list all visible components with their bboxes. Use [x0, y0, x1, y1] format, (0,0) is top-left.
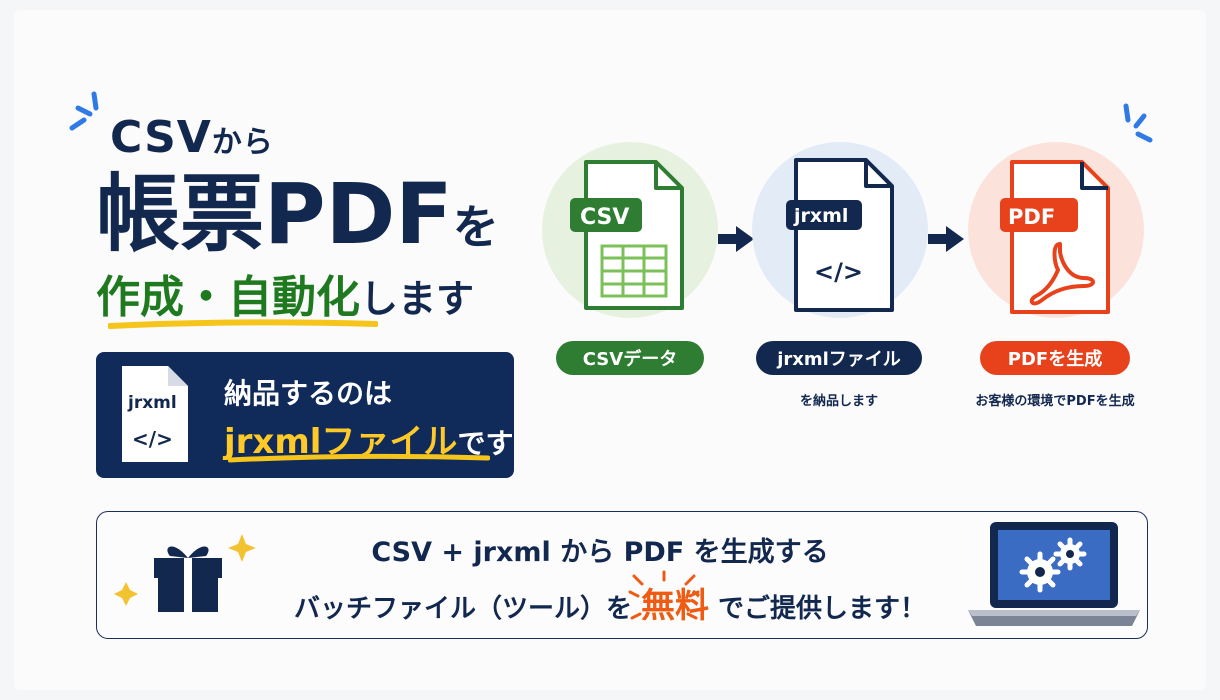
headline-line3: 作成・自動化します — [96, 272, 475, 323]
sparkle-lines-icon — [69, 91, 99, 131]
gift-icon — [114, 534, 256, 612]
svg-text:CSV: CSV — [580, 205, 629, 230]
offer-line2: バッチファイル（ツール）を 無料 でご提供します！ — [293, 586, 927, 626]
flow-step-pdf: PDF — [968, 142, 1144, 318]
delivery-line1: 納品するのは — [224, 377, 393, 410]
burst-lines-icon — [628, 570, 700, 620]
jrxml-file-icon: jrxml </> — [122, 366, 188, 462]
offer-line1: CSV + jrxml から PDF を生成する — [371, 537, 829, 568]
svg-text:jrxml: jrxml — [793, 205, 848, 227]
flow-pill-csv: CSVデータ — [556, 341, 704, 375]
flow-sub-jrxml: を納品します — [799, 394, 878, 409]
flow-step-jrxml: jrxml </> — [752, 142, 928, 318]
svg-text:jrxml: jrxml — [127, 393, 177, 413]
yellow-underline — [108, 319, 378, 329]
yellow-underline — [228, 453, 490, 463]
flow-step-csv: CSV — [542, 142, 718, 318]
svg-text:</>: </> — [814, 258, 863, 286]
flow-pill-pdf: PDFを生成 — [980, 341, 1130, 375]
headline-line2: 帳票PDFを — [96, 165, 499, 263]
arrow-right-icon — [718, 226, 754, 252]
flow-sub-pdf: お客様の環境でPDFを生成 — [975, 394, 1135, 409]
svg-text:PDF: PDF — [1008, 205, 1055, 229]
arrow-right-icon — [928, 226, 964, 252]
sparkle-lines-icon — [1123, 103, 1153, 143]
laptop-gear-icon — [968, 522, 1140, 626]
headline-line1: CSVから — [110, 112, 274, 163]
acrobat-icon — [1029, 242, 1095, 306]
svg-text:</>: </> — [132, 427, 173, 451]
flow-pill-jrxml: jrxmlファイル — [756, 341, 922, 375]
